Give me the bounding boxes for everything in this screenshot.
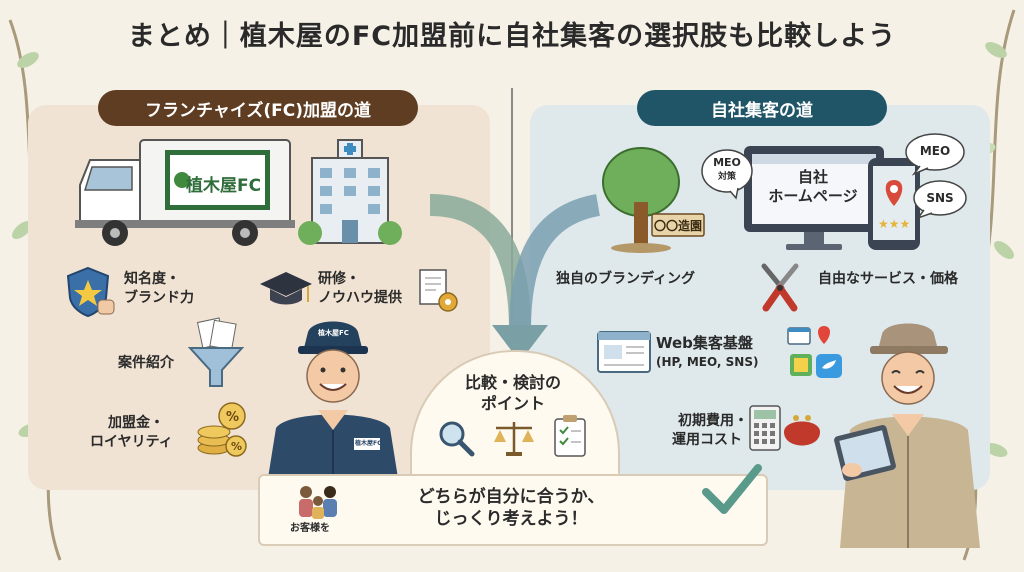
checklist-icon [554,415,586,457]
sns-bubble-text: SNS [926,191,954,205]
tree-sign-icon [602,147,705,253]
comparison-point-title: 比較・検討の ポイント [464,373,561,413]
meo-bubble-right-text: MEO [919,144,951,158]
truck-icon [75,139,295,246]
uniform-badge-text: 植木屋FC [355,440,382,447]
headquarters-building-icon [298,139,402,245]
meo-bubble-right [905,133,965,176]
checkmark-icon [702,464,762,514]
fc-path-header: フランチャイズ(FC)加盟の道 [98,90,418,126]
conclusion-text: どちらが自分に合うか、 じっくり考えよう！ [417,487,605,529]
cap-logo-text: 植木屋FC [318,329,349,337]
scale-balance-icon [494,422,534,456]
sns-bubble [913,180,967,220]
coins-percent-icon: % % [197,402,247,457]
meo-bubble-left [701,149,753,200]
svg-text:%: % [231,440,242,453]
svg-text:%: % [226,410,239,425]
shield-star-icon [66,266,115,318]
truck-sign-text: 植木屋FC [186,176,262,196]
web-browser-icon [597,331,651,373]
smartphone-map-icon: ★★★ [868,158,920,250]
job-referral-label: 案件紹介 [118,355,174,371]
initial-operating-cost-label: 初期費用・ 運用コスト [672,413,748,448]
brand-recognition-label: 知名度・ ブランド力 [124,271,194,306]
meo-bubble-left-text: MEO 対策 [713,156,741,182]
customers-label: お客様を [290,523,330,534]
graduation-cap-icon [260,272,312,305]
funnel-documents-icon [187,317,245,387]
independent-worker-illustration [834,323,980,548]
web-marketing-base-label: Web集客基盤 (HP, MEO, SNS) [656,334,759,369]
homepage-monitor-icon [744,146,884,250]
page-title: まとめ｜植木屋のFC加盟前に自社集客の選択肢も比較しよう [127,21,897,52]
social-app-icons [787,326,842,378]
homepage-label: 自社 ホームページ [768,168,858,205]
training-know-how-label: 研修・ ノウハウ提供 [318,271,402,306]
family-customers-icon [299,486,337,519]
franchise-fee-royalty-label: 加盟金・ ロイヤリティ [90,415,173,450]
svg-text:★★★: ★★★ [878,217,910,231]
pruning-shears-icon [761,263,799,312]
landscaping-sign-text: 〇〇造園 [654,219,703,233]
free-service-pricing-label: 自由なサービス・価格 [818,271,958,287]
calculator-purse-icon [749,405,820,451]
conclusion-banner [258,474,768,546]
document-gear-icon [419,269,458,312]
magnifier-icon [439,421,475,457]
self-path-header: 自社集客の道 [637,90,887,126]
original-branding-label: 独自のブランディング [556,271,696,287]
fc-worker-illustration [268,321,398,478]
